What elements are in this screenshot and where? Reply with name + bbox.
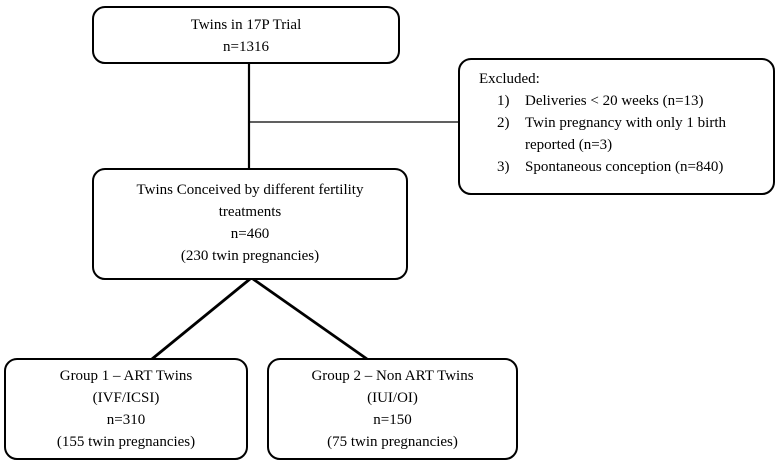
- connector-middle-to-group2: [252, 277, 368, 361]
- excluded-item-number: 2): [497, 115, 510, 131]
- box-line: n=1316: [223, 39, 269, 55]
- box-line: (IUI/OI): [367, 390, 418, 406]
- excluded-item-number: 3): [497, 159, 510, 175]
- box-line: n=310: [106, 412, 146, 428]
- box-line: (230 twin pregnancies): [180, 248, 320, 264]
- connector-middle-to-group1: [151, 277, 251, 361]
- box-line: Group 2 – Non ART Twins: [311, 368, 474, 384]
- box-line: Twins Conceived by different fertility: [136, 182, 364, 198]
- excluded-title: Excluded:: [479, 71, 540, 87]
- box-line: (IVF/ICSI): [92, 390, 160, 406]
- box-line: Twins in 17P Trial: [190, 17, 302, 33]
- box-line: (75 twin pregnancies): [327, 434, 458, 450]
- box-line: treatments: [218, 204, 282, 220]
- group1-box-art-twins: Group 1 – ART Twins (IVF/ICSI) n=310 (15…: [4, 358, 248, 460]
- top-box-twins-in-trial: Twins in 17P Trial n=1316: [92, 6, 400, 64]
- middle-box-fertility-treatments: Twins Conceived by different fertility t…: [92, 168, 408, 280]
- box-line: (155 twin pregnancies): [56, 434, 196, 450]
- excluded-item-text: Twin pregnancy with only 1 birth reporte…: [525, 115, 726, 153]
- excluded-item-number: 1): [497, 93, 510, 109]
- box-line: n=460: [230, 226, 270, 242]
- group2-box-non-art-twins: Group 2 – Non ART Twins (IUI/OI) n=150 (…: [267, 358, 518, 460]
- box-line: Group 1 – ART Twins: [59, 368, 193, 384]
- excluded-item: 2) Twin pregnancy with only 1 birth repo…: [460, 112, 765, 156]
- excluded-item: 3) Spontaneous conception (n=840): [460, 156, 765, 178]
- box-line: n=150: [373, 412, 412, 428]
- excluded-box: Excluded: 1) Deliveries < 20 weeks (n=13…: [458, 58, 775, 195]
- excluded-item-text: Spontaneous conception (n=840): [525, 159, 724, 175]
- excluded-item-text: Deliveries < 20 weeks (n=13): [525, 93, 704, 109]
- excluded-item: 1) Deliveries < 20 weeks (n=13): [460, 90, 765, 112]
